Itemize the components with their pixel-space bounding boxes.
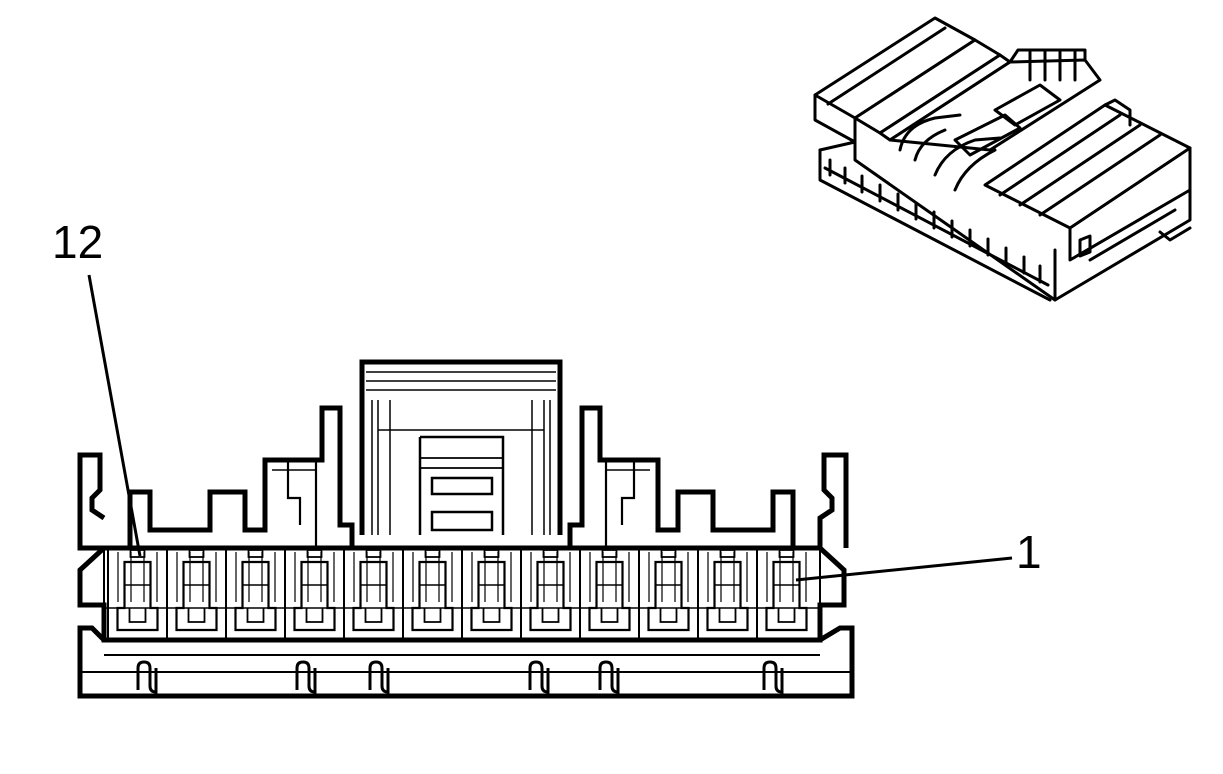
terminal-cavity (756, 549, 808, 640)
base-clip (136, 660, 158, 694)
pin-1-callout: 1 (795, 526, 1042, 582)
connector-isometric-view (813, 16, 1192, 302)
terminal-cavity (166, 549, 218, 640)
base-clip (295, 660, 317, 694)
base-clip (528, 660, 550, 694)
terminal-cavity (638, 549, 690, 640)
base-clip (762, 660, 784, 694)
terminal-cavity (284, 549, 336, 640)
terminal-cavity (520, 549, 572, 640)
pin-12-leader-line (87, 274, 142, 557)
connector-front-view (77, 359, 855, 699)
terminal-cavity (107, 549, 159, 640)
pin-12-label: 12 (52, 216, 103, 268)
pin-1-leader-line (795, 556, 1013, 582)
terminal-cavity (697, 549, 749, 640)
base-clip (598, 660, 620, 694)
cavity-row (104, 549, 820, 640)
terminal-cavity (579, 549, 631, 640)
terminal-cavity (461, 549, 513, 640)
terminal-cavity (343, 549, 395, 640)
pin-12-callout: 12 (52, 216, 142, 557)
terminal-cavity (225, 549, 277, 640)
connector-housing (77, 405, 855, 699)
connector-latch (359, 359, 563, 535)
base-clip-row (136, 660, 784, 694)
pin-1-label: 1 (1016, 526, 1042, 578)
base-clip (368, 660, 390, 694)
terminal-cavity (402, 549, 454, 640)
